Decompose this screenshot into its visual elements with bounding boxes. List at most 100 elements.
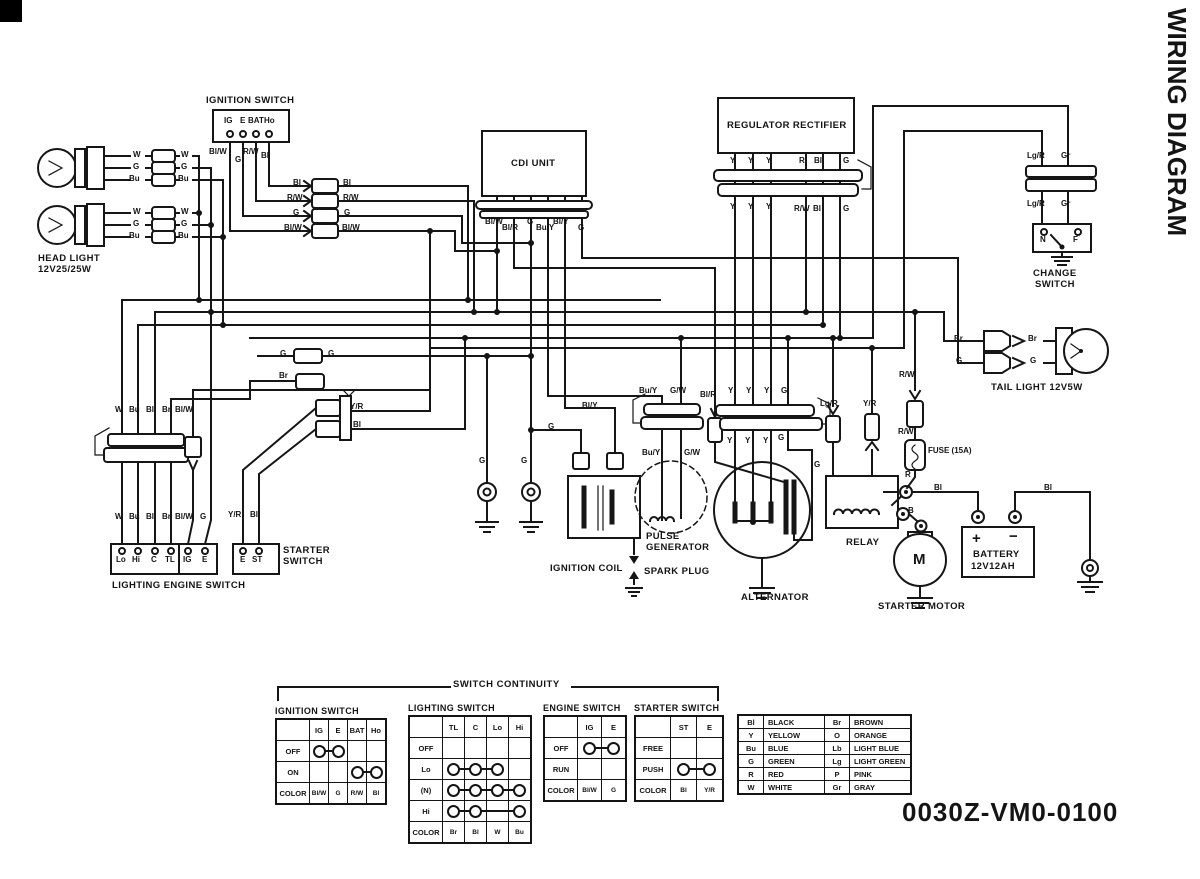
battery-spec: 12V12AH [971, 561, 1015, 572]
wire-label: Y [748, 156, 754, 165]
wire-label: Bl [343, 178, 351, 187]
battery-plus: + [972, 530, 981, 547]
wire-label: Bu/Y [536, 223, 555, 232]
lighting-table-title: LIGHTING SWITCH [408, 703, 495, 713]
continuity-bracket [277, 686, 719, 701]
color-code: P [824, 767, 850, 781]
tail-light-label: TAIL LIGHT 12V5W [991, 382, 1083, 393]
wire-label: W [181, 207, 189, 216]
cdi-unit-label: CDI UNIT [511, 158, 556, 169]
battery-label: BATTERY [973, 549, 1020, 560]
wire-label: Lg/R [1027, 151, 1045, 160]
wire-label: Y [727, 436, 733, 445]
wire-label: G [328, 349, 335, 358]
wire-label: Bl [353, 420, 361, 429]
spark-plug-label: SPARK PLUG [644, 566, 710, 577]
wire-label: Y [763, 436, 769, 445]
wire-label: W [181, 150, 189, 159]
row-label: Hi [408, 800, 443, 822]
continuity-cell [601, 737, 627, 759]
lighting-engine-switch [94, 427, 218, 575]
engine-table-title: ENGINE SWITCH [543, 703, 621, 713]
wire-label: ST [252, 555, 263, 564]
wire-label: G [133, 219, 140, 228]
color-code: Br [824, 714, 850, 729]
color-name: ORANGE [849, 728, 912, 742]
col-header: TL [442, 715, 465, 738]
wire-label: Bu [129, 174, 140, 183]
continuity-cell [309, 740, 329, 762]
color-name: BLACK [763, 714, 825, 729]
wire-label: Y/R [350, 402, 364, 411]
wire-label: G [956, 356, 963, 365]
wire-label: C [151, 555, 157, 564]
continuity-cell [696, 737, 724, 759]
wire-label: Y [766, 202, 772, 211]
continuity-cell [486, 779, 509, 801]
wire-label: Bu/Y [642, 448, 661, 457]
color-name: RED [763, 767, 825, 781]
continuity-cell [508, 800, 532, 822]
wire-label: R/W [794, 204, 810, 213]
row-label: FREE [634, 737, 671, 759]
wire-label: Bl/W [209, 147, 227, 156]
col-header: Ho [366, 718, 387, 741]
fuse [904, 311, 926, 490]
color-code: O [824, 728, 850, 742]
row-label: OFF [543, 737, 578, 759]
wire-label: G/W [670, 386, 686, 395]
color-name: YELLOW [763, 728, 825, 742]
wire-label: G [778, 433, 785, 442]
wire-label: Bl/R [700, 390, 716, 399]
wire-label: G [527, 217, 534, 226]
wire-label: Lo [116, 555, 126, 564]
continuity-cell [347, 740, 367, 762]
wire-label: Y/R [863, 399, 877, 408]
wire-label: Y [728, 386, 734, 395]
continuity-cell [486, 737, 509, 759]
wire-label: Lg/R [820, 399, 838, 408]
wire-label: Br [1028, 334, 1037, 343]
color-code: Bu [737, 741, 764, 755]
wire-label: W [133, 150, 141, 159]
continuity-cell [464, 779, 487, 801]
wire-label: G [235, 155, 242, 164]
battery [911, 491, 1103, 593]
head-light [37, 146, 224, 546]
continuity-cell [309, 761, 329, 783]
color-name: LIGHT BLUE [849, 741, 912, 755]
continuity-cell [442, 737, 465, 759]
relay-label: RELAY [846, 537, 880, 548]
wire-label: R [905, 470, 911, 479]
continuity-cell [508, 737, 532, 759]
starter-switch [232, 389, 356, 575]
wire-label: Bl/W [485, 217, 503, 226]
wire-label: Br [954, 334, 963, 343]
wire-label: W [133, 207, 141, 216]
relay [825, 337, 919, 529]
col-header: ST [670, 715, 697, 738]
pulse-generator [632, 337, 786, 534]
col-header: Hi [508, 715, 532, 738]
tail-light [943, 327, 1109, 375]
alternator [713, 337, 831, 599]
pulse-generator-label: PULSE [646, 531, 680, 542]
continuity-cell [464, 758, 487, 780]
continuity-cell [328, 740, 348, 762]
wire-label: E [240, 555, 246, 564]
head-light-label: HEAD LIGHT [38, 253, 101, 264]
color-code: Bl [737, 714, 764, 729]
wire-label: BAT [248, 116, 264, 125]
wire-label: Bl [250, 510, 258, 519]
color-code: Gr [824, 780, 850, 795]
wire-label: G [814, 460, 821, 469]
continuity-cell [328, 761, 348, 783]
color-name: BLUE [763, 741, 825, 755]
color-cell: G [328, 782, 348, 805]
row-label: Lo [408, 758, 443, 780]
wire-label: Bl/W [284, 223, 302, 232]
